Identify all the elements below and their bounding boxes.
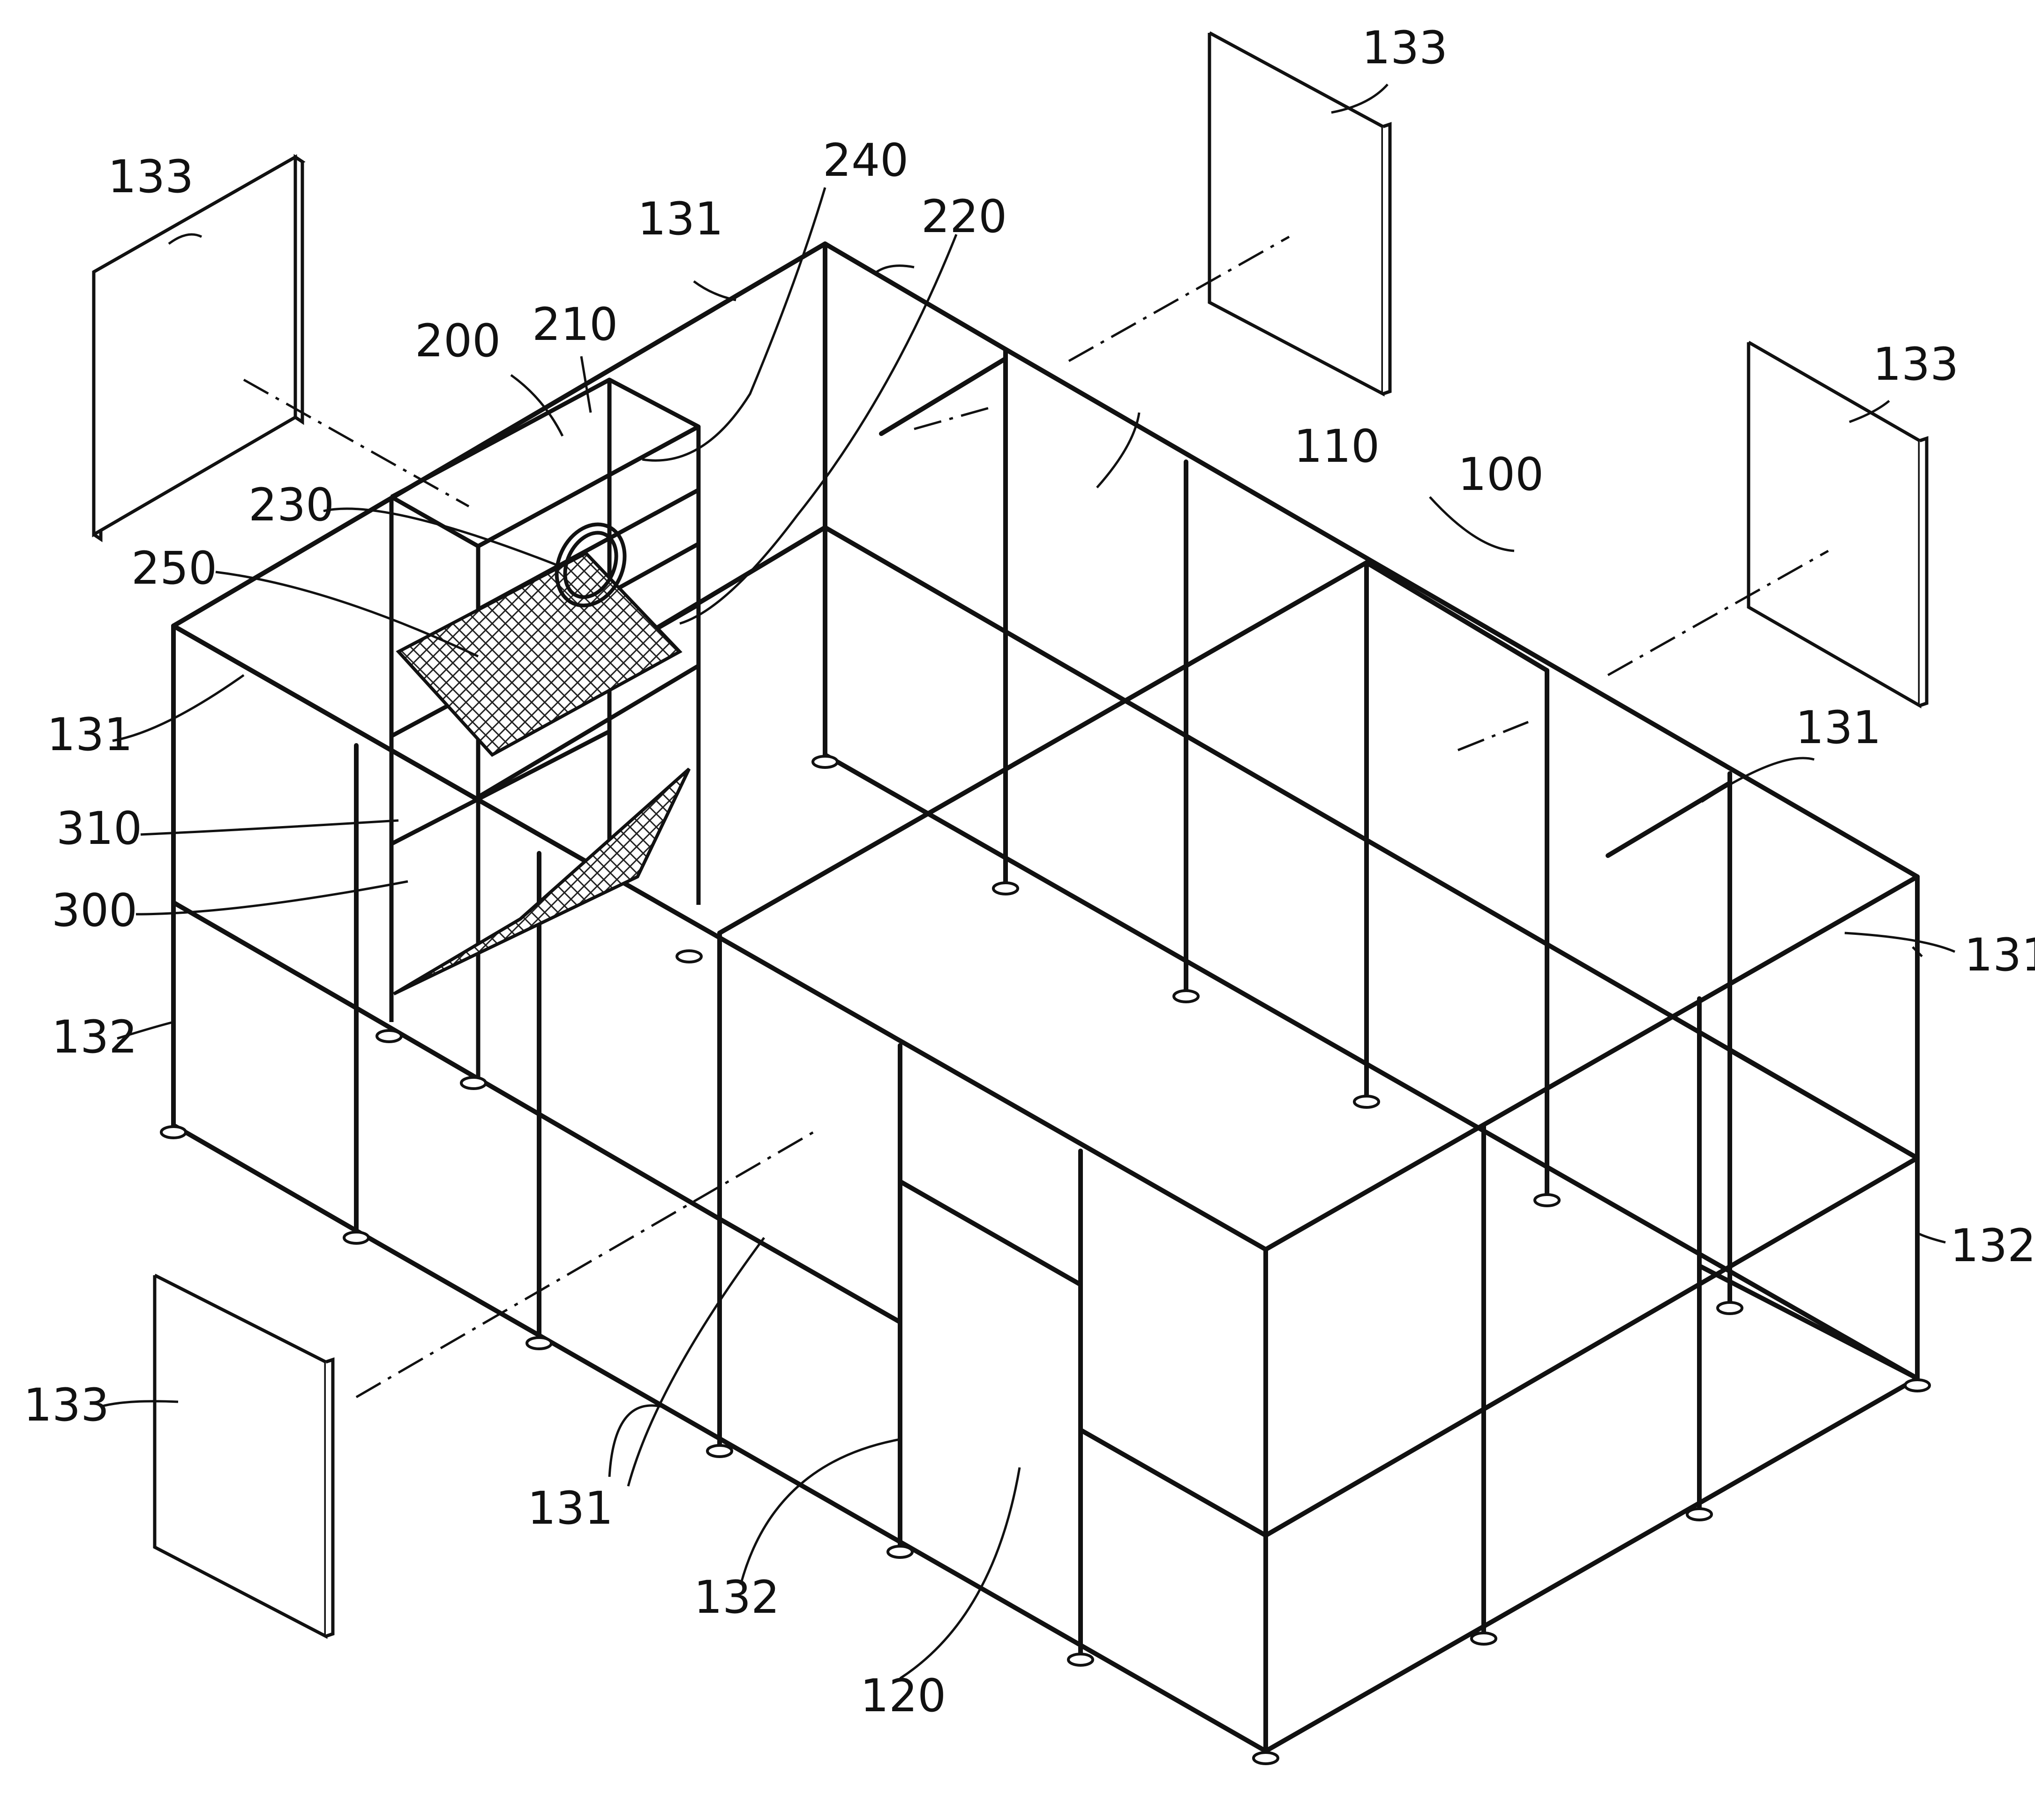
label-unit-200: 200 xyxy=(415,315,501,367)
label-unit-230: 230 xyxy=(248,479,334,531)
leader-lines xyxy=(100,83,1955,1680)
label-unit-310: 310 xyxy=(56,802,142,855)
reference-labels: 133 133 133 133 100 110 120 131 131 131 … xyxy=(23,22,2035,1722)
panel-top-left xyxy=(92,154,306,542)
alignment-lines xyxy=(243,235,1829,1399)
label-unit-300: 300 xyxy=(52,884,137,937)
label-top-beam: 131 xyxy=(638,193,723,245)
panel-bottom-left xyxy=(153,1273,335,1639)
label-left-post: 132 xyxy=(52,1011,137,1063)
main-frame xyxy=(171,241,1920,1753)
label-unit-250: 250 xyxy=(131,542,217,594)
label-top-area: 110 xyxy=(1294,420,1380,473)
label-frame-main: 100 xyxy=(1458,448,1544,501)
label-panel-top-left: 133 xyxy=(108,150,194,203)
mesh-panel-250 xyxy=(396,551,683,757)
label-left-beam: 131 xyxy=(47,708,133,761)
label-right-beam-upper: 131 xyxy=(1795,701,1881,754)
label-unit-210: 210 xyxy=(532,298,618,351)
label-unit-220: 220 xyxy=(921,190,1007,243)
label-front-area: 120 xyxy=(860,1670,946,1722)
label-right-post: 132 xyxy=(1950,1219,2035,1272)
mesh-panel-310 xyxy=(393,767,691,996)
label-panel-bottom-left: 133 xyxy=(23,1379,109,1431)
panel-right xyxy=(1747,340,1929,709)
label-panel-top-center: 133 xyxy=(1362,22,1448,74)
feet xyxy=(160,755,1931,1765)
label-right-beam-lower: 131 xyxy=(1964,929,2035,981)
label-panel-right: 133 xyxy=(1873,338,1959,391)
panel-top-center xyxy=(1208,31,1392,397)
ring-230 xyxy=(555,522,627,608)
label-front-post: 132 xyxy=(694,1571,780,1624)
label-unit-240: 240 xyxy=(823,134,909,187)
label-front-beams: 131 xyxy=(527,1482,613,1534)
